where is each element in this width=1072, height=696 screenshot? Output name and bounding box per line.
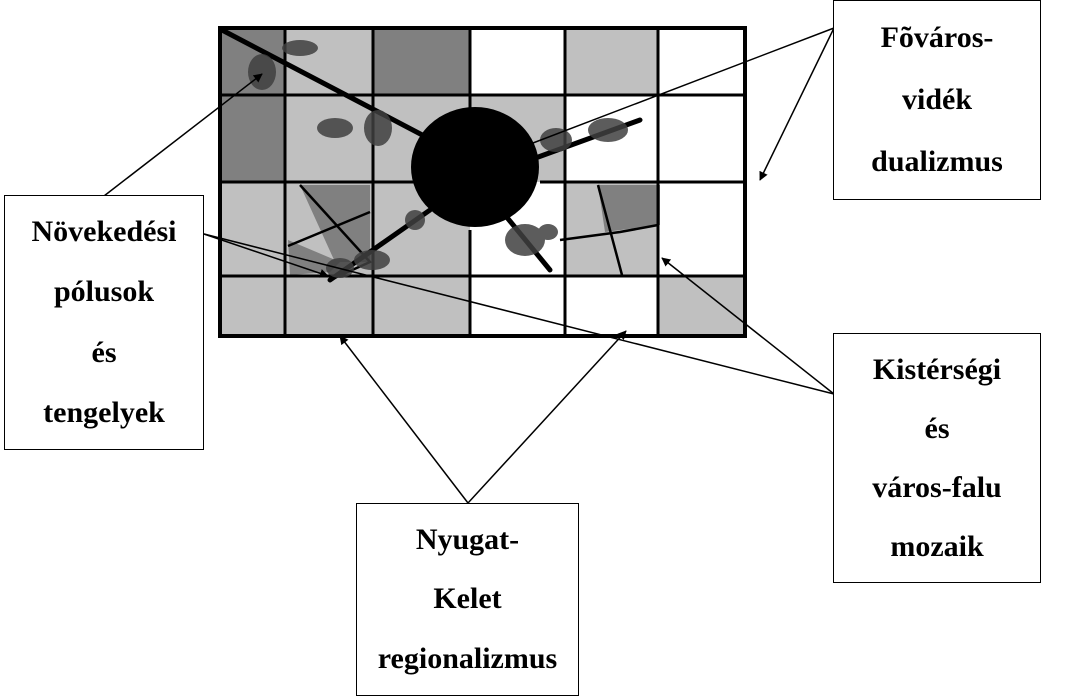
label-line: város-falu [872, 470, 1002, 504]
label-line: és [924, 411, 950, 445]
boundary-line-right-2 [596, 184, 624, 276]
label-line: regionalizmus [377, 642, 558, 676]
grid-cell [470, 28, 565, 95]
pole-northwest [248, 54, 276, 90]
grid-cell [285, 95, 373, 182]
label-line: Nyugat- [415, 522, 520, 556]
arrow-novekedesi-to-pole [103, 73, 263, 197]
label-line: pólusok [53, 275, 155, 309]
label-line: Kistérségi [872, 352, 1002, 386]
label-line: mozaik [890, 529, 984, 563]
arrow-fovaros-to-capital [511, 27, 835, 153]
grid-cell [658, 182, 745, 276]
grid-cell [220, 95, 285, 182]
grid-cell [220, 182, 285, 276]
label-line: vidék [901, 83, 973, 116]
label-box-kistersegi-mozaik: Kistérségi és város-falu mozaik [833, 333, 1041, 583]
pole-central-west [364, 110, 392, 146]
pole-southwest [354, 250, 390, 270]
pole-east-2 [588, 118, 628, 142]
boundary-line-left-2 [287, 210, 371, 248]
grid-cell [658, 276, 745, 336]
grid-cell [470, 276, 565, 336]
map-frame [218, 26, 747, 338]
label-box-nyugat-kelet: Nyugat- Kelet regionalizmus [356, 503, 579, 696]
capital-circle [411, 107, 539, 227]
line-kisterseg-to-novekedesi [203, 233, 835, 395]
grid-cell [220, 276, 285, 336]
label-box-novekedesi-polusok: Növekedési pólusok és tengelyek [4, 195, 204, 450]
label-line: Fõváros- [880, 21, 994, 54]
label-line: Növekedési [31, 215, 177, 249]
arrow-kisterseg-to-cell [661, 257, 835, 395]
grid-cell [565, 276, 658, 336]
grid-cell [565, 28, 658, 95]
label-line: Kelet [433, 582, 502, 616]
label-line: és [91, 335, 117, 369]
grid-cell [373, 276, 470, 336]
arrow-nyugat-to-west [339, 335, 469, 504]
arrow-nyugat-to-east [467, 330, 627, 504]
growth-poles [248, 40, 628, 278]
label-line: dualizmus [871, 145, 1003, 178]
arrow-novekedesi-to-axis [203, 233, 329, 278]
grid-cell [658, 28, 745, 95]
map-grid-cells [220, 28, 745, 336]
pole-south-2 [538, 224, 558, 240]
grid-cell [373, 28, 470, 95]
grid-cell [285, 276, 373, 336]
pole-west [317, 118, 353, 138]
grid-cell [658, 95, 745, 182]
pole-center-south [405, 210, 425, 230]
pole-east [540, 128, 572, 152]
boundary-line-right [559, 223, 659, 242]
subregion-dark-right [598, 185, 660, 232]
annotation-arrows [103, 27, 835, 504]
label-line: tengelyek [43, 395, 165, 429]
pole-south [505, 224, 545, 256]
pole-north [282, 40, 318, 56]
arrow-fovaros-to-edge [759, 27, 835, 181]
label-box-fovaros-videk: Fõváros- vidék dualizmus [833, 0, 1041, 200]
